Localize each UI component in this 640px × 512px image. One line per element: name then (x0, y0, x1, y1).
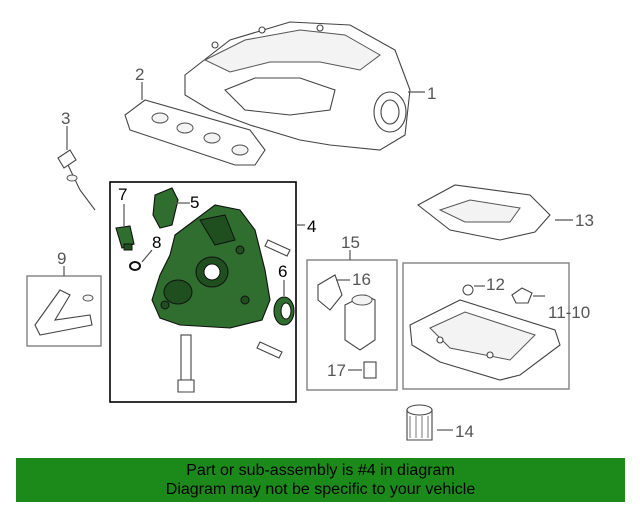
callout-8[interactable]: 8 (152, 233, 161, 252)
callout-12[interactable]: 12 (486, 275, 505, 294)
banner-line-1: Part or sub-assembly is #4 in diagram (186, 462, 455, 479)
stud-bolts[interactable] (177, 239, 291, 393)
leader-8 (141, 249, 153, 263)
callout-13[interactable]: 13 (575, 211, 594, 230)
callout-2[interactable]: 2 (135, 65, 144, 84)
cover-part-5[interactable] (152, 187, 179, 229)
callout-9[interactable]: 9 (57, 249, 66, 268)
oil-filter-housing-part-15[interactable] (317, 274, 376, 351)
callout-16[interactable]: 16 (352, 270, 371, 289)
callout-15[interactable]: 15 (341, 233, 360, 252)
assembly-box-4 (109, 181, 297, 403)
info-banner: Part or sub-assembly is #4 in diagram Di… (16, 458, 625, 502)
sensor-part-7[interactable] (115, 225, 135, 251)
manifold-gasket-part-2[interactable] (124, 99, 266, 166)
dipstick-part-3[interactable] (57, 149, 96, 211)
callout-6[interactable]: 6 (278, 262, 287, 281)
assembly-box-15 (306, 259, 398, 391)
callout-14[interactable]: 14 (455, 422, 474, 441)
assembly-box-11-10 (402, 262, 570, 390)
plug-part-17[interactable] (363, 361, 377, 379)
splash-shield-part-13[interactable] (416, 184, 551, 241)
oil-pump-assembly-part-4[interactable] (151, 204, 271, 329)
callout-7[interactable]: 7 (118, 185, 127, 204)
oil-pan-part-11[interactable] (409, 299, 561, 381)
drain-plug-washer-part-12[interactable] (462, 284, 474, 296)
banner-line-2: Diagram may not be specific to your vehi… (165, 481, 476, 498)
callout-4[interactable]: 4 (307, 217, 316, 236)
o-ring-part-8[interactable] (129, 261, 141, 271)
callout-11-10[interactable]: 11-10 (548, 303, 590, 322)
callout-1[interactable]: 1 (427, 84, 436, 103)
callout-3[interactable]: 3 (61, 109, 70, 128)
drain-plug-part[interactable] (511, 287, 533, 304)
callout-5[interactable]: 5 (190, 193, 199, 212)
oil-filter-part-14[interactable] (406, 404, 433, 441)
intake-manifold-part-1[interactable] (184, 21, 411, 151)
assembly-box-9 (26, 275, 102, 347)
oil-seal-part-6[interactable] (273, 296, 295, 326)
callout-17[interactable]: 17 (327, 361, 346, 380)
bracket-part-9[interactable] (34, 289, 94, 336)
